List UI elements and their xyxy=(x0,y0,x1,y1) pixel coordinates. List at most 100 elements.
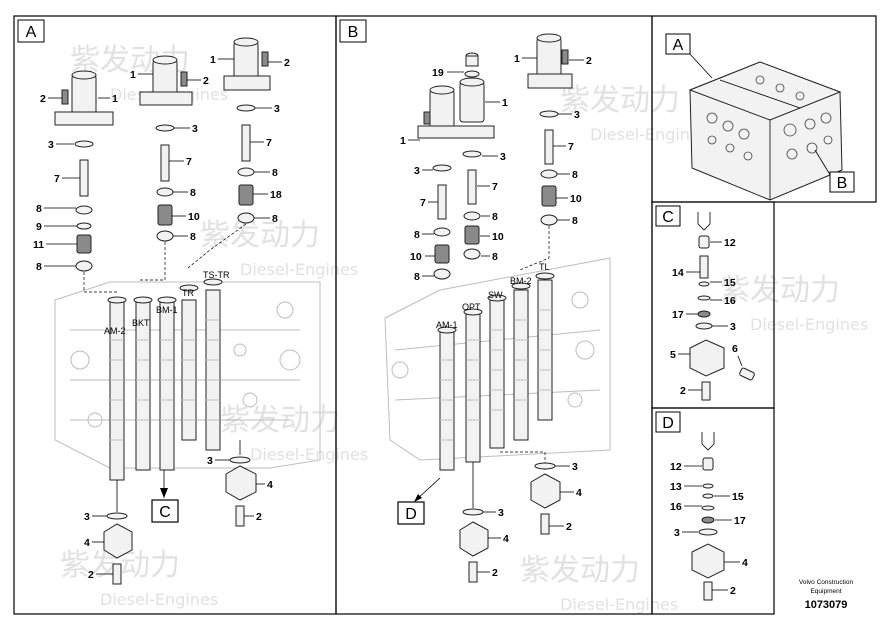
svg-text:2: 2 xyxy=(203,75,209,87)
svg-text:9: 9 xyxy=(36,221,42,233)
panel-c-parts xyxy=(689,212,755,401)
svg-text:8: 8 xyxy=(572,215,578,227)
svg-text:8: 8 xyxy=(36,261,42,273)
panel-b-parts xyxy=(384,33,611,583)
svg-text:17: 17 xyxy=(734,515,746,527)
footer-line1: Volvo Construction xyxy=(799,579,854,586)
spool-tag: AM-1 xyxy=(436,320,458,330)
panel-d-frame xyxy=(651,407,775,615)
svg-text:1: 1 xyxy=(502,97,508,109)
svg-text:8: 8 xyxy=(492,211,498,223)
svg-text:7: 7 xyxy=(568,141,574,153)
watermark-brand: 紫发动力 xyxy=(520,553,640,588)
panel-d-parts xyxy=(691,432,725,601)
svg-text:17: 17 xyxy=(672,309,684,321)
overview-valve-block xyxy=(687,51,843,201)
svg-text:D: D xyxy=(662,415,674,432)
svg-text:13: 13 xyxy=(670,481,682,493)
svg-text:8: 8 xyxy=(414,271,420,283)
spool-tag: AM-2 xyxy=(104,326,126,336)
svg-text:1: 1 xyxy=(514,53,520,65)
svg-text:8: 8 xyxy=(272,213,278,225)
spool-tag: TS-TR xyxy=(203,270,230,280)
svg-text:16: 16 xyxy=(670,501,682,513)
svg-text:8: 8 xyxy=(492,251,498,263)
svg-text:8: 8 xyxy=(190,187,196,199)
spool-tag: BM-1 xyxy=(156,305,178,315)
svg-text:7: 7 xyxy=(266,137,272,149)
svg-text:A: A xyxy=(673,37,684,54)
svg-text:3: 3 xyxy=(48,139,54,151)
panel-a-callouts: 2 1 3 7 8 9 11 8 1 2 3 7 8 10 8 1 2 3 7 … xyxy=(33,54,290,581)
watermark-brand: 紫发动力 xyxy=(720,273,840,308)
footer-credit: Volvo Construction Equipment 1073079 xyxy=(799,579,854,611)
callout-c: C xyxy=(151,470,179,523)
svg-text:2: 2 xyxy=(88,569,94,581)
svg-text:3: 3 xyxy=(574,109,580,121)
svg-text:4: 4 xyxy=(576,487,582,499)
svg-text:3: 3 xyxy=(414,165,420,177)
svg-text:7: 7 xyxy=(420,197,426,209)
svg-text:3: 3 xyxy=(274,103,280,115)
svg-text:2: 2 xyxy=(256,511,262,523)
svg-text:4: 4 xyxy=(503,533,509,545)
watermark-brand: 紫发动力 xyxy=(200,218,320,253)
svg-text:15: 15 xyxy=(724,277,736,289)
svg-text:1: 1 xyxy=(400,135,406,147)
svg-text:3: 3 xyxy=(730,321,736,333)
svg-text:8: 8 xyxy=(272,167,278,179)
svg-text:3: 3 xyxy=(500,151,506,163)
panel-b-spool-tags: AM-1 OPT SW BM-2 TL xyxy=(436,262,550,330)
svg-text:8: 8 xyxy=(190,231,196,243)
svg-text:3: 3 xyxy=(207,455,213,467)
svg-text:3: 3 xyxy=(84,511,90,523)
svg-text:11: 11 xyxy=(33,239,44,251)
panel-a-frame xyxy=(13,15,337,615)
svg-text:8: 8 xyxy=(36,203,42,215)
svg-text:10: 10 xyxy=(492,231,504,243)
watermark-sub: Diesel-Engines xyxy=(240,260,358,279)
svg-text:10: 10 xyxy=(188,211,200,223)
svg-text:12: 12 xyxy=(670,461,682,473)
svg-text:7: 7 xyxy=(492,181,498,193)
spool-tag: OPT xyxy=(462,302,481,312)
svg-text:18: 18 xyxy=(270,189,282,201)
footer-line2: Equipment xyxy=(810,588,841,595)
svg-text:C: C xyxy=(662,209,674,226)
watermark-sub: Diesel-Engines xyxy=(250,445,368,464)
svg-text:16: 16 xyxy=(724,295,736,307)
svg-text:2: 2 xyxy=(566,521,572,533)
svg-text:3: 3 xyxy=(192,123,198,135)
overview-label-a: A xyxy=(665,33,691,55)
spool-tag: TL xyxy=(539,262,550,272)
panel-c-callouts: 12 14 15 16 17 3 5 6 2 xyxy=(670,237,743,397)
svg-text:10: 10 xyxy=(570,193,582,205)
svg-text:8: 8 xyxy=(572,169,578,181)
svg-text:2: 2 xyxy=(284,57,290,69)
svg-text:A: A xyxy=(26,24,37,41)
panel-d-callouts: 12 13 15 16 17 3 4 2 xyxy=(670,461,748,597)
svg-text:B: B xyxy=(837,175,848,192)
svg-text:1: 1 xyxy=(210,54,216,66)
svg-text:2: 2 xyxy=(492,567,498,579)
document-number: 1073079 xyxy=(805,599,848,611)
svg-text:2: 2 xyxy=(40,93,46,105)
watermark-sub: Diesel-Engines xyxy=(590,125,708,144)
svg-text:10: 10 xyxy=(410,251,422,263)
spool-tag: SW xyxy=(488,290,503,300)
svg-text:4: 4 xyxy=(267,479,273,491)
svg-text:1: 1 xyxy=(112,93,118,105)
panel-a-spool-tags: AM-2 BKT BM-1 TR TS-TR xyxy=(104,270,230,336)
svg-text:2: 2 xyxy=(586,55,592,67)
svg-text:3: 3 xyxy=(498,507,504,519)
svg-text:19: 19 xyxy=(432,67,444,79)
svg-text:B: B xyxy=(348,24,359,41)
svg-text:4: 4 xyxy=(742,557,748,569)
watermark-sub: Diesel-Engines xyxy=(750,315,868,334)
watermark-brand: 紫发动力 xyxy=(560,83,680,118)
svg-text:7: 7 xyxy=(54,173,60,185)
svg-text:12: 12 xyxy=(724,237,736,249)
svg-text:7: 7 xyxy=(186,156,192,168)
svg-text:3: 3 xyxy=(572,461,578,473)
